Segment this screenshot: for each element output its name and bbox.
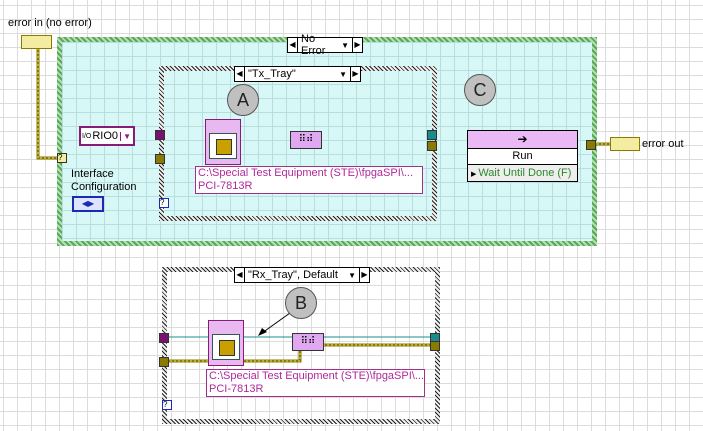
callout-a: A: [227, 84, 259, 116]
error-in-label: error in (no error): [8, 17, 92, 29]
error-out-label: error out: [642, 138, 684, 150]
error-output-tunnel: [427, 141, 437, 151]
tx-vi-path: C:\Special Test Equipment (STE)\fpgaSPI\…: [195, 166, 423, 194]
error-tunnel: [155, 154, 165, 164]
bit-manipulation-node[interactable]: ⠿⠾: [290, 131, 322, 149]
decrement-arrow-icon[interactable]: ◀: [235, 67, 245, 81]
run-arrow-icon: ➔: [468, 131, 577, 149]
rio-resource-control[interactable]: I/O RIO0 ▼: [79, 126, 135, 146]
fpga-chip-icon: [216, 139, 232, 155]
rx-open-fpga-vi-reference-node[interactable]: [208, 320, 244, 366]
increment-arrow-icon[interactable]: ▶: [359, 268, 369, 282]
decrement-arrow-icon[interactable]: ◀: [288, 38, 298, 52]
rx-enum-tunnel: ?: [162, 400, 172, 410]
enum-tunnel: ?: [159, 198, 169, 208]
increment-arrow-icon[interactable]: ▶: [352, 38, 362, 52]
rx-vi-path: C:\Special Test Equipment (STE)\fpgaSPI\…: [206, 369, 425, 397]
interface-config-enum[interactable]: ◀▶: [72, 196, 104, 212]
rx-rio-tunnel: [159, 333, 169, 343]
outer-error-tunnel: [586, 140, 596, 150]
open-fpga-vi-reference-node[interactable]: [205, 119, 241, 165]
error-out-indicator[interactable]: [610, 137, 640, 151]
callout-b: B: [285, 287, 317, 319]
case-selector-terminal: ?: [57, 153, 67, 163]
wait-until-done-param[interactable]: ▶ Wait Until Done (F): [468, 165, 577, 181]
rx-bit-manipulation-node[interactable]: ⠿⠾: [292, 333, 324, 351]
dropdown-icon[interactable]: ▼: [339, 69, 347, 79]
dropdown-icon[interactable]: ▼: [120, 131, 133, 141]
rx-error-out-tunnel: [430, 341, 440, 351]
callout-c: C: [464, 74, 496, 106]
rx-error-tunnel: [159, 357, 169, 367]
error-in-terminal[interactable]: [21, 35, 52, 49]
fpga-chip-icon: [219, 340, 235, 356]
rx-case-selector[interactable]: ◀ "Rx_Tray", Default ▼ ▶: [234, 267, 370, 283]
dropdown-icon[interactable]: ▼: [348, 270, 356, 280]
rio-tunnel: [155, 130, 165, 140]
ref-output-tunnel: [427, 130, 437, 140]
tx-case-selector[interactable]: ◀ "Tx_Tray" ▼ ▶: [234, 66, 361, 82]
method-name: Run: [468, 149, 577, 165]
decrement-arrow-icon[interactable]: ◀: [235, 268, 245, 282]
dropdown-icon[interactable]: ▼: [341, 40, 349, 50]
outer-case-selector[interactable]: ◀ No Error ▼ ▶: [287, 33, 363, 57]
increment-arrow-icon[interactable]: ▶: [350, 67, 360, 81]
invoke-method-run-node[interactable]: ➔ Run ▶ Wait Until Done (F): [467, 130, 578, 182]
